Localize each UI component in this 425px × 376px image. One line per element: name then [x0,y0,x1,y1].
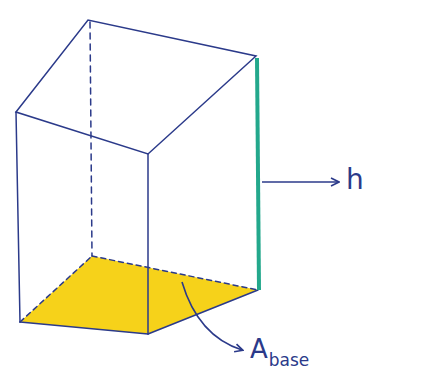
leader-arrow [262,181,338,183]
area-subscript: base [269,352,310,369]
leader-arrow [182,282,242,350]
height-label: h [346,166,364,194]
prism-edges [16,20,258,334]
area-label: A [250,336,268,362]
base-fill [20,256,258,334]
height-edge [257,58,259,290]
